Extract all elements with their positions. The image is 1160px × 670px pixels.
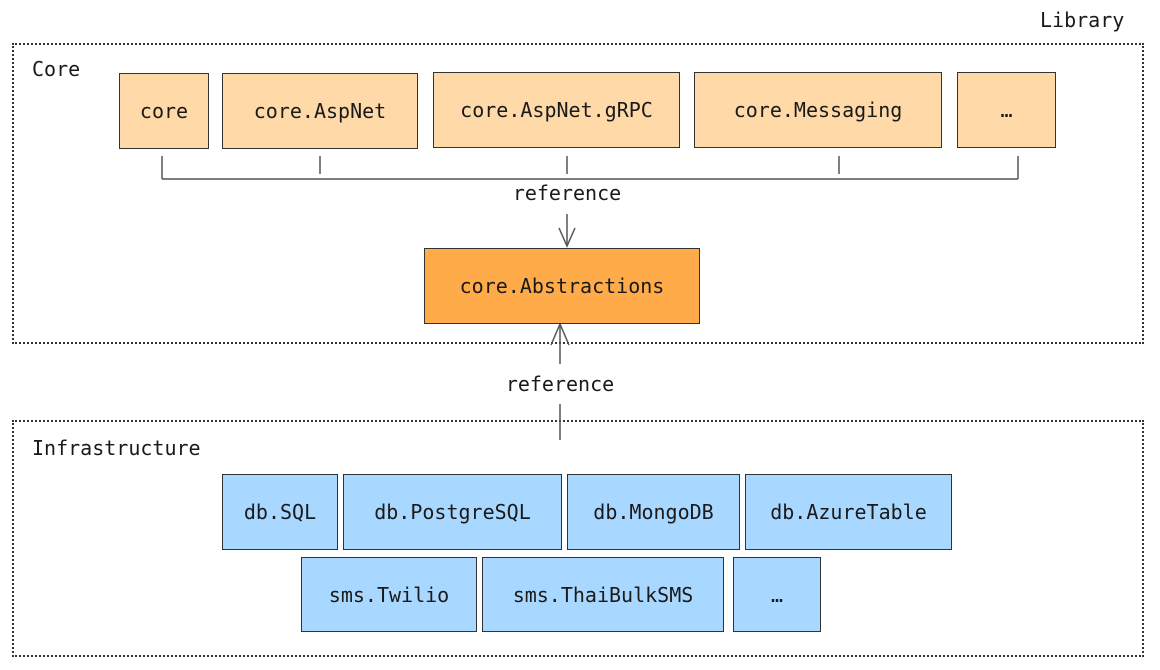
package-core-aspnet: core.AspNet (222, 73, 418, 149)
package-core-messaging: core.Messaging (694, 72, 942, 148)
core-reference-label: reference (503, 181, 631, 205)
package-more-core: … (957, 72, 1056, 148)
infrastructure-group-label: Infrastructure (32, 436, 201, 460)
package-more-infrastructure: … (733, 557, 821, 632)
package-sms-twilio: sms.Twilio (301, 557, 477, 632)
infra-reference-arrowhead (550, 322, 570, 346)
package-core: core (119, 73, 209, 149)
core-reference-arrowhead (558, 227, 576, 248)
package-sms-thaibulksms: sms.ThaiBulkSMS (482, 557, 724, 632)
package-db-sql: db.SQL (222, 474, 338, 550)
package-db-azuretable: db.AzureTable (745, 474, 952, 550)
core-group-label: Core (32, 57, 81, 81)
library-label: Library (1040, 8, 1125, 32)
package-db-postgresql: db.PostgreSQL (343, 474, 562, 550)
package-core-aspnet-grpc: core.AspNet.gRPC (433, 72, 680, 148)
infrastructure-group (12, 420, 1144, 657)
package-db-mongodb: db.MongoDB (567, 474, 740, 550)
core-group (12, 43, 1144, 344)
infrastructure-reference-label: reference (496, 372, 624, 396)
package-core-abstractions: core.Abstractions (424, 248, 700, 324)
